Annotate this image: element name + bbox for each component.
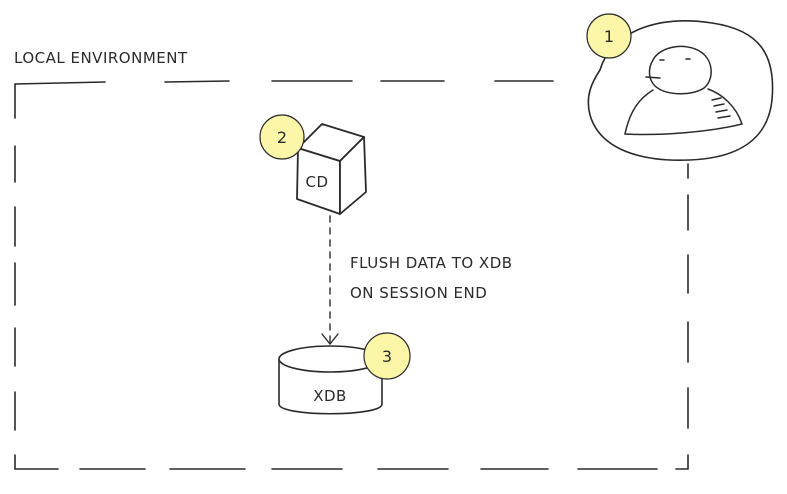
user-icon	[624, 45, 743, 136]
flush-arrow	[321, 215, 339, 346]
database-icon	[278, 345, 383, 415]
user-bubble	[587, 20, 774, 162]
xdb-node: XDB 3	[278, 332, 411, 415]
flow-label-line1: FLUSH DATA TO XDB	[350, 254, 513, 272]
cd-label: CD	[305, 173, 328, 191]
cd-node: CD 2	[259, 114, 367, 215]
cd-badge-circle	[259, 114, 305, 160]
environment-label: LOCAL ENVIRONMENT	[14, 49, 188, 67]
user-badge-number: 1	[604, 27, 614, 46]
xdb-label: XDB	[313, 387, 347, 405]
xdb-badge-number: 3	[382, 347, 392, 366]
xdb-badge-circle	[363, 332, 411, 380]
cd-badge-number: 2	[277, 128, 287, 147]
local-environment-boundary	[14, 80, 689, 470]
flow-label-line2: ON SESSION END	[350, 284, 487, 302]
cd-cube-icon	[296, 123, 367, 215]
user-badge-circle	[586, 13, 632, 59]
user-node: 1	[586, 13, 774, 162]
